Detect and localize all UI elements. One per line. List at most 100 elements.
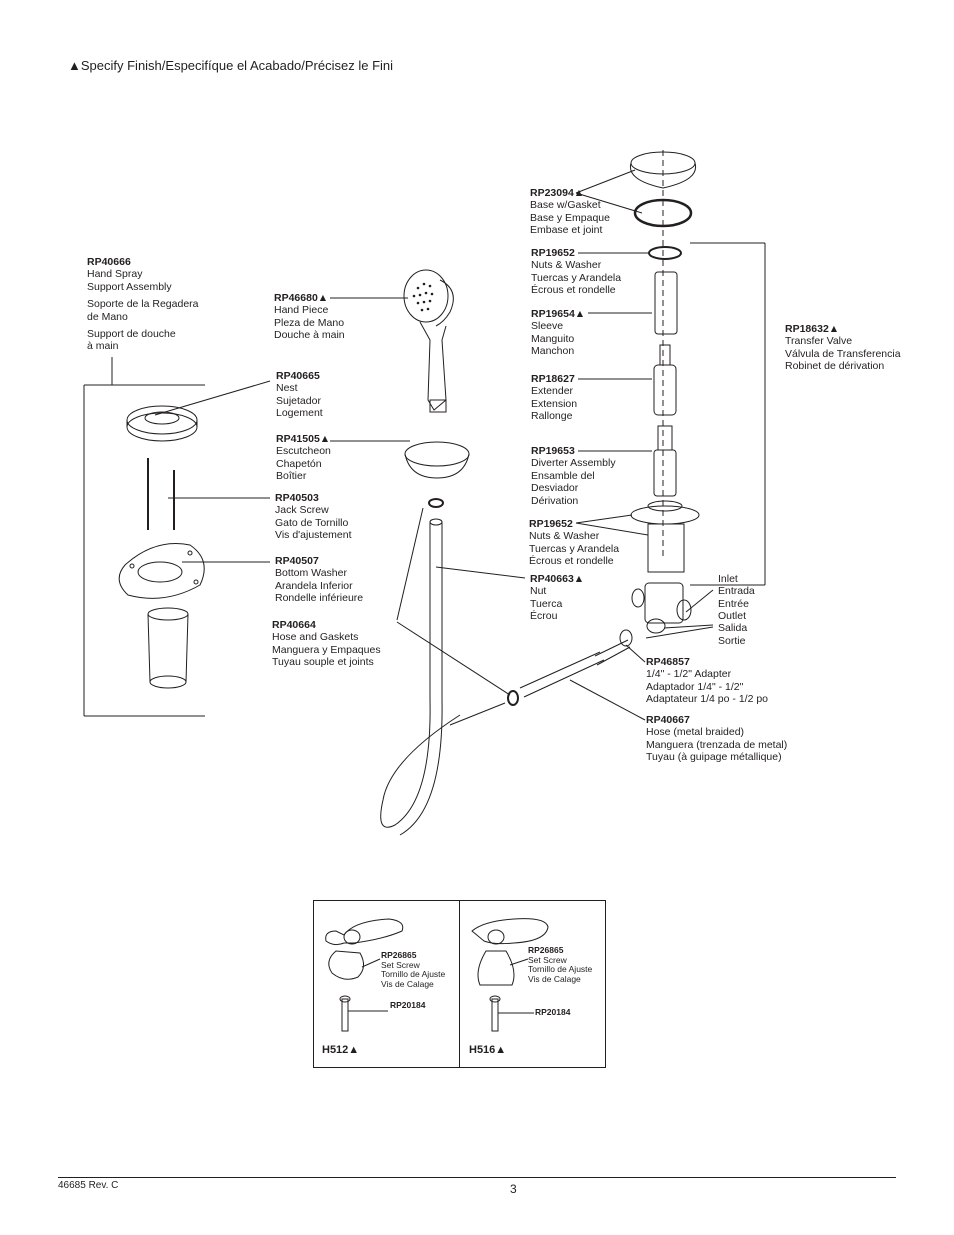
label-outlet: Outlet Salida Sortie xyxy=(718,610,747,647)
nest-part xyxy=(126,405,198,442)
part-desc-fr: Robinet de dérivation xyxy=(785,360,885,373)
part-desc-fr: Manchon xyxy=(531,345,575,358)
part-desc-es: Tuercas y Arandela xyxy=(529,542,620,555)
part-code: RP40665 xyxy=(276,370,320,382)
part-desc-fr: Embase et joint xyxy=(530,224,603,237)
part-desc-es: Manguera (trenzada de metal) xyxy=(646,738,788,751)
part-desc-fr: Vis d'ajustement xyxy=(275,529,352,542)
outlet-es: Salida xyxy=(718,622,748,635)
part-desc-en: Nut xyxy=(530,585,547,598)
part-desc-es: Gato de Tornillo xyxy=(275,516,349,529)
hose-gasket xyxy=(428,498,444,508)
h516-set-screw-label: RP26865 Set Screw Tornillo de Ajuste Vis… xyxy=(528,945,593,984)
part-desc-es: Arandela Inferior xyxy=(275,579,353,592)
part-desc-es: Válvula de Transferencia xyxy=(785,347,901,360)
page-number: 3 xyxy=(510,1182,517,1196)
part-code: RP46680▲ xyxy=(274,292,329,304)
diverter-assembly-part xyxy=(653,425,677,497)
bottom-washer-part xyxy=(118,543,205,599)
part-desc-en: Escutcheon xyxy=(276,445,331,458)
part-desc-fr: à main xyxy=(87,340,119,353)
jack-screws xyxy=(147,458,175,530)
part-desc-en: Jack Screw xyxy=(275,504,329,517)
part-code: RP19653 xyxy=(531,445,575,457)
part-code: RP19652 xyxy=(529,518,573,530)
part-desc-fr: Dérivation xyxy=(531,494,579,507)
label-rp23094: RP23094▲ Base w/Gasket Base y Empaque Em… xyxy=(530,187,610,237)
part-code: RP23094▲ xyxy=(530,187,585,199)
part-desc-es: Extension xyxy=(531,397,578,410)
part-desc-en: Sleeve xyxy=(531,320,564,333)
label-inlet: Inlet Entrada Entrée xyxy=(718,573,755,610)
part-desc-fr: Tuyau (à guipage métallique) xyxy=(646,751,782,764)
part-desc-en: Set Screw xyxy=(528,954,567,965)
part-desc-es: de Mano xyxy=(87,310,128,323)
label-rp18632: RP18632▲ Transfer Valve Válvula de Trans… xyxy=(785,323,901,373)
label-rp19652-top: RP19652 Nuts & Washer Tuercas y Arandela… xyxy=(531,247,621,297)
part-code: RP40666 xyxy=(87,256,131,268)
part-code: RP20184 xyxy=(535,1007,571,1017)
inlet-fr: Entrée xyxy=(718,597,749,610)
part-desc-en: Support Assembly xyxy=(87,280,172,293)
part-desc-en: 1/4" - 1/2" Adapter xyxy=(646,668,732,681)
part-desc-fr: Adaptateur 1/4 po - 1/2 po xyxy=(646,693,769,706)
sleeve-part xyxy=(654,271,678,335)
part-desc-es: Adaptador 1/4" - 1/2" xyxy=(646,680,744,693)
h512-pin-label: RP20184 xyxy=(390,1000,426,1011)
hand-spray-hose-part xyxy=(380,518,506,836)
part-code: RP26865 xyxy=(528,945,564,955)
part-desc-fr: Rondelle inférieure xyxy=(275,592,364,605)
inlet-es: Entrada xyxy=(718,585,755,598)
label-rp19653: RP19653 Diverter Assembly Ensamble del D… xyxy=(531,445,616,507)
model-h512: H512▲ xyxy=(322,1044,360,1056)
part-desc-en: Bottom Washer xyxy=(275,567,347,580)
label-rp40665: RP40665 Nest Sujetador Logement xyxy=(276,370,323,420)
part-code: RP40663▲ xyxy=(530,573,585,585)
label-rp19654: RP19654▲ Sleeve Manguito Manchon xyxy=(531,308,585,358)
label-rp40666: RP40666 Hand Spray Support Assembly Sopo… xyxy=(87,256,199,353)
part-desc-es: Manguera y Empaques xyxy=(272,643,381,656)
part-desc-fr: Tuyau souple et joints xyxy=(272,656,374,669)
part-code: RP40667 xyxy=(646,714,690,726)
part-desc-en: Hose and Gaskets xyxy=(272,631,359,644)
label-rp46857: RP46857 1/4" - 1/2" Adapter Adaptador 1/… xyxy=(646,656,768,706)
part-desc-en: Hand Piece xyxy=(274,304,329,317)
part-desc-fr: Support de douche xyxy=(87,328,176,341)
h512-set-screw-label: RP26865 Set Screw Tornillo de Ajuste Vis… xyxy=(381,950,445,989)
part-desc-es: Chapetón xyxy=(276,457,322,470)
part-desc-fr: Écrous et rondelle xyxy=(531,284,616,297)
part-desc-fr: Boîtier xyxy=(276,470,307,483)
part-desc-en: Nuts & Washer xyxy=(531,259,602,272)
hand-piece-part xyxy=(403,269,454,413)
label-rp46680: RP46680▲ Hand Piece Pleza de Mano Douche… xyxy=(274,292,345,342)
part-desc-en: Hand Spray xyxy=(87,268,143,281)
part-desc-es: Tuerca xyxy=(530,597,563,610)
support-sleeve-part xyxy=(147,607,189,689)
part-desc-fr: Logement xyxy=(276,407,323,420)
document-number: 46685 Rev. C xyxy=(58,1180,119,1191)
part-desc-es: Desviador xyxy=(531,482,579,495)
part-desc-fr: Rallonge xyxy=(531,410,573,423)
part-desc-fr: Vis de Calage xyxy=(381,978,434,989)
part-desc-es: Tuercas y Arandela xyxy=(531,271,622,284)
metal-braided-hose-part xyxy=(507,651,605,706)
part-desc-es: Sujetador xyxy=(276,394,321,407)
part-code: RP20184 xyxy=(390,1000,426,1010)
part-desc-fr: Écrou xyxy=(530,610,558,623)
part-desc-es: Tornillo de Ajuste xyxy=(528,964,593,975)
label-rp41505: RP41505▲ Escutcheon Chapetón Boîtier xyxy=(276,433,331,483)
footer-rule xyxy=(58,1177,896,1178)
nut-washer-part xyxy=(648,246,682,260)
part-desc-en: Set Screw xyxy=(381,959,420,970)
label-rp40663: RP40663▲ Nut Tuerca Écrou xyxy=(530,573,584,623)
inset-divider xyxy=(459,901,460,1067)
part-desc-es: Ensamble del xyxy=(531,469,595,482)
part-code: RP18632▲ xyxy=(785,323,840,335)
base-with-gasket-part xyxy=(629,150,697,560)
specify-finish-note: ▲Specify Finish/Especifíque el Acabado/P… xyxy=(68,58,394,73)
part-desc-en: Transfer Valve xyxy=(785,335,853,348)
part-desc-en: Extender xyxy=(531,385,574,398)
part-desc-fr: Écrous et rondelle xyxy=(529,555,614,568)
part-desc-fr: Douche à main xyxy=(274,329,345,342)
